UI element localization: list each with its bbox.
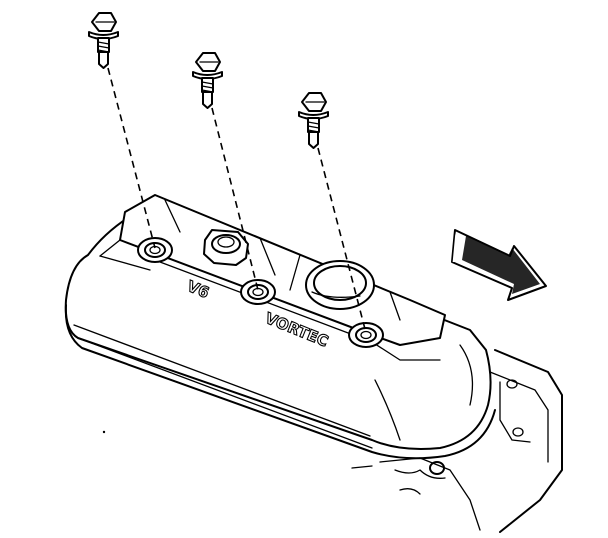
bolt-grommet bbox=[348, 322, 384, 348]
oil-filler-cap bbox=[203, 229, 249, 266]
direction-arrow-icon bbox=[451, 229, 547, 301]
speck bbox=[102, 430, 106, 434]
bolt bbox=[298, 92, 329, 149]
bolt bbox=[192, 52, 223, 109]
bolt bbox=[88, 12, 119, 69]
pcv-grommet bbox=[305, 260, 375, 310]
valve-cover: V6 VORTEC bbox=[64, 194, 496, 460]
bolt-grommet bbox=[240, 279, 276, 305]
bolt-alignment-lines bbox=[107, 67, 367, 334]
bolt-grommet bbox=[137, 237, 173, 263]
cylinder-head bbox=[351, 349, 563, 533]
